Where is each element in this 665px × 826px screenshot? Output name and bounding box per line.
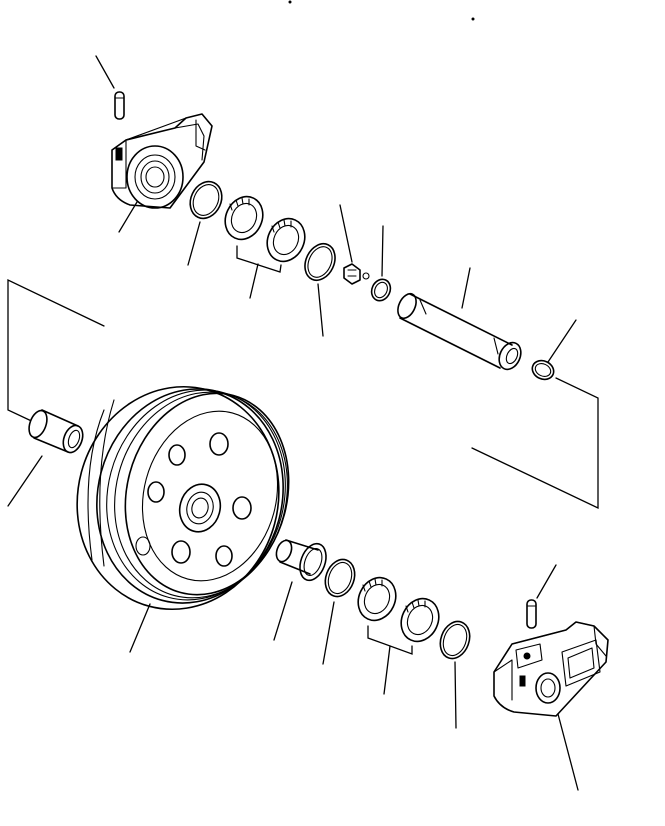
assembly-bracket-left [7, 278, 105, 426]
leader-bushing-right [273, 581, 293, 641]
leader-plug [339, 204, 353, 263]
o-ring-shaft [531, 359, 555, 381]
bushing-left [28, 409, 84, 454]
o-ring-c [324, 558, 356, 598]
leader-o-ring-b [317, 283, 324, 337]
leader-support-left [118, 201, 138, 233]
leader-o-ring-a [187, 221, 201, 266]
o-ring-d [439, 620, 471, 660]
leader-bushing-left [7, 455, 43, 507]
leader-o-ring-d [454, 661, 457, 729]
leader-shaft [461, 267, 471, 309]
leader-o-ring-shaft [547, 319, 577, 363]
bearing-support-right [493, 621, 609, 717]
dowel-pin-top [114, 91, 125, 120]
leader-seals-top [249, 263, 259, 299]
leader-seals-bottom [383, 645, 391, 695]
scan-speck [471, 17, 475, 21]
bearing-support-left [111, 113, 213, 209]
bushing-right [275, 539, 327, 582]
scan-speck [288, 0, 292, 4]
floating-seal-a [224, 195, 264, 241]
dowel-pin-bottom [526, 599, 537, 629]
leader-support-right [557, 713, 579, 791]
o-ring-b [304, 242, 336, 282]
shaft [397, 292, 522, 371]
o-ring-small [370, 278, 392, 302]
group-bracket-seals-top [236, 245, 282, 273]
leader-o-ring-small [381, 225, 384, 277]
floating-seal-d [400, 597, 440, 643]
leader-o-ring-c [322, 601, 335, 665]
leader-pin-top [95, 55, 115, 89]
leader-idler-wheel [129, 603, 151, 653]
floating-seal-c [357, 576, 397, 622]
plug [343, 263, 370, 285]
leader-pin-bottom [536, 564, 557, 599]
floating-seal-b [266, 217, 306, 263]
o-ring-a [189, 180, 223, 220]
idler-wheel [76, 385, 290, 611]
assembly-bracket-right [471, 377, 599, 510]
